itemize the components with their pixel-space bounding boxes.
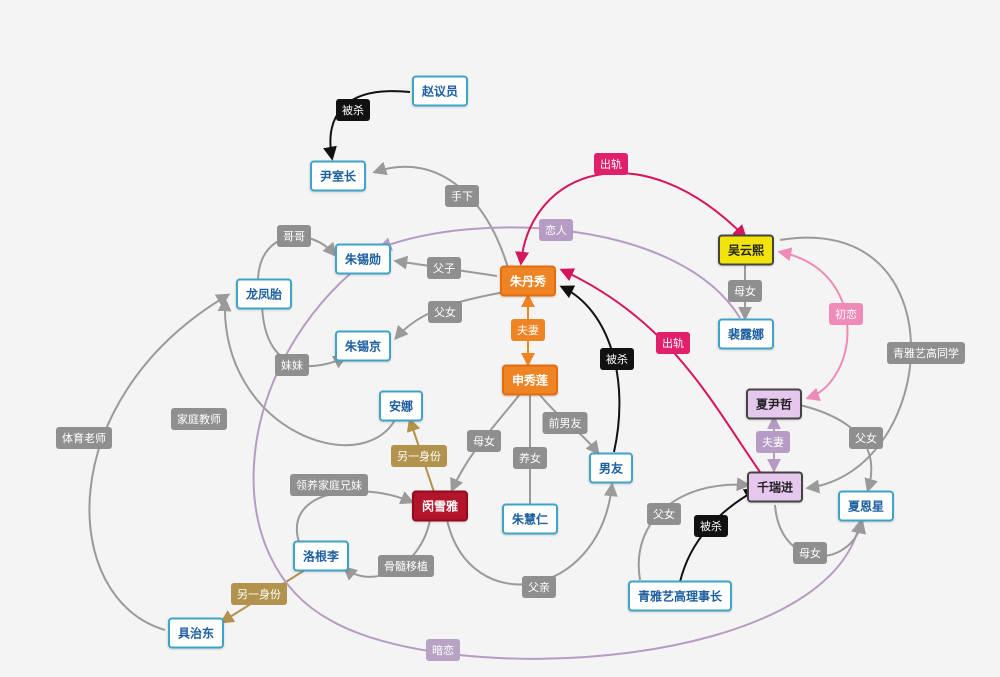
- node-nan-you[interactable]: 男友: [588, 452, 634, 484]
- label-qingya-yigao-tongxue: 青雅艺高同学: [887, 342, 965, 364]
- label-fu-nv-2: 父女: [849, 427, 883, 449]
- label-mu-nv-3: 母女: [793, 542, 827, 564]
- label-fu-qin: 父亲: [522, 576, 556, 598]
- label-jiating-jiaoshi: 家庭教师: [171, 408, 227, 430]
- label-chu-lian: 初恋: [829, 303, 863, 325]
- node-min-xueya[interactable]: 闵雪雅: [411, 490, 469, 522]
- label-yang-nv: 养女: [513, 447, 547, 469]
- label-mei-mei: 妹妹: [275, 354, 309, 376]
- node-wu-yunxi[interactable]: 吴云熙: [717, 234, 775, 266]
- node-luo-genli[interactable]: 洛根李: [292, 540, 350, 572]
- node-zhu-huiren[interactable]: 朱慧仁: [501, 503, 559, 535]
- label-fu-qi-1: 夫妻: [511, 319, 545, 341]
- node-an-na[interactable]: 安娜: [378, 390, 424, 422]
- node-qian-ruijin[interactable]: 千瑞进: [746, 471, 804, 503]
- label-bei-sha-3: 被杀: [694, 515, 728, 537]
- node-xia-yinzhe[interactable]: 夏尹哲: [745, 388, 803, 420]
- node-zhao-yiyuan[interactable]: 赵议员: [411, 75, 469, 107]
- label-ling-yi-shenfen-2: 另一身份: [231, 583, 287, 605]
- label-ge-ge: 哥哥: [277, 225, 311, 247]
- edge-chugui-2: [559, 268, 761, 473]
- edge-jiajiao: [217, 297, 396, 447]
- node-xia-enxing[interactable]: 夏恩星: [837, 490, 895, 522]
- edge-chugui-1: [515, 172, 747, 266]
- label-fu-nv-3: 父女: [647, 503, 681, 525]
- label-chu-gui-2: 出轨: [656, 332, 690, 354]
- label-bei-sha-1: 被杀: [336, 99, 370, 121]
- edge-tiyu: [88, 293, 231, 631]
- edge-lingyang: [296, 490, 415, 546]
- label-qingsui-yizhi: 骨髓移植: [378, 555, 434, 577]
- edge-anlian: [252, 271, 865, 660]
- label-lian-ren: 恋人: [539, 219, 573, 241]
- node-zhu-xijing[interactable]: 朱锡京: [334, 330, 392, 362]
- node-pei-luna[interactable]: 裴露娜: [717, 318, 775, 350]
- label-chu-gui-1: 出轨: [594, 153, 628, 175]
- label-fu-nv-1: 父女: [428, 301, 462, 323]
- node-zhu-danxiu[interactable]: 朱丹秀: [499, 265, 557, 297]
- node-ju-zhidong[interactable]: 具治东: [167, 617, 225, 649]
- label-fu-zi: 父子: [427, 257, 461, 279]
- edge-chulian: [777, 247, 849, 401]
- node-qingya-lishizhang[interactable]: 青雅艺高理事长: [627, 580, 733, 612]
- label-qian-nanyou: 前男友: [542, 412, 588, 434]
- label-mu-nv-1: 母女: [467, 430, 501, 452]
- label-tiyu-laoshi: 体育老师: [56, 427, 112, 449]
- label-lingyang-jiating-xiongmei: 领养家庭兄妹: [290, 474, 368, 496]
- node-yin-shizhang[interactable]: 尹室长: [309, 160, 367, 192]
- label-bei-sha-2: 被杀: [600, 348, 634, 370]
- label-mu-nv-2: 母女: [728, 280, 762, 302]
- label-an-lian: 暗恋: [426, 639, 460, 661]
- label-shou-xia: 手下: [445, 185, 479, 207]
- node-shen-xiulian[interactable]: 申秀莲: [501, 364, 559, 396]
- label-ling-yi-shenfen-1: 另一身份: [391, 445, 447, 467]
- label-fu-qi-2: 夫妻: [756, 431, 790, 453]
- node-long-fengzhen[interactable]: 龙凤胎: [235, 278, 293, 310]
- node-zhu-xixun[interactable]: 朱锡勋: [334, 243, 392, 275]
